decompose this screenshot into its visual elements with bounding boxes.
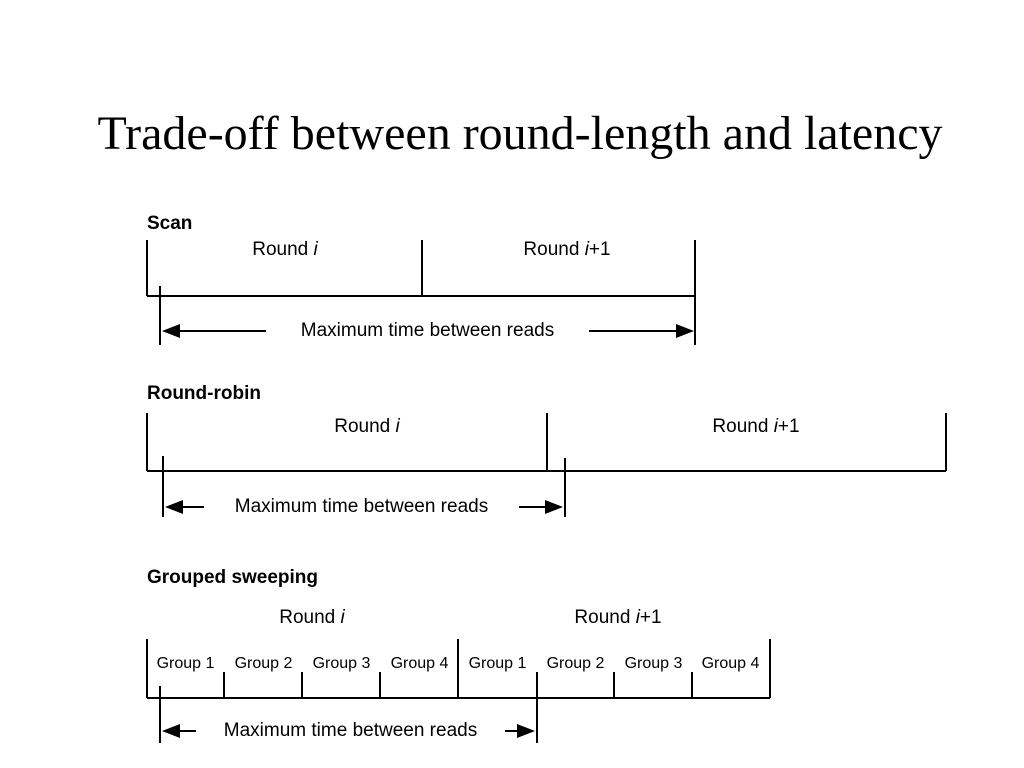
round-robin-section-title: Round-robin	[147, 383, 261, 404]
grouped-round-i-plus-1-label: Round i+1	[574, 607, 662, 628]
grouped-sweeping-section-title: Grouped sweeping	[147, 567, 319, 588]
scan-arrowhead-right	[676, 324, 694, 338]
scan-section-title: Scan	[147, 213, 193, 234]
round-robin-timeline	[146, 413, 947, 517]
group-label: Group 1	[156, 655, 215, 672]
group-label: Group 4	[701, 655, 760, 672]
scan-max-time-label: Maximum time between reads	[300, 320, 555, 341]
grouped-arrowhead-right	[517, 724, 535, 738]
grouped-arrowhead-left	[162, 724, 180, 738]
group-label: Group 1	[468, 655, 527, 672]
scan-round-i-label: Round i	[252, 239, 318, 260]
grouped-round-i-label: Round i	[279, 607, 345, 628]
round-robin-round-i-label: Round i	[334, 416, 400, 437]
scan-round-i-plus-1-label: Round i+1	[523, 239, 611, 260]
grouped-max-time-label: Maximum time between reads	[223, 720, 478, 741]
round-robin-arrowhead-left	[165, 500, 183, 514]
scan-timeline	[146, 240, 696, 345]
round-robin-round-i-plus-1-label: Round i+1	[712, 416, 800, 437]
group-label: Group 3	[624, 655, 683, 672]
group-label: Group 4	[390, 655, 449, 672]
round-robin-max-time-label: Maximum time between reads	[234, 496, 489, 517]
grouped-sweeping-timeline	[146, 639, 771, 743]
slide-title: Trade-off between round-length and laten…	[97, 107, 943, 160]
round-robin-arrowhead-right	[545, 500, 563, 514]
group-label: Group 2	[234, 655, 293, 672]
scan-arrowhead-left	[162, 324, 180, 338]
group-label: Group 3	[312, 655, 371, 672]
group-label: Group 2	[546, 655, 605, 672]
